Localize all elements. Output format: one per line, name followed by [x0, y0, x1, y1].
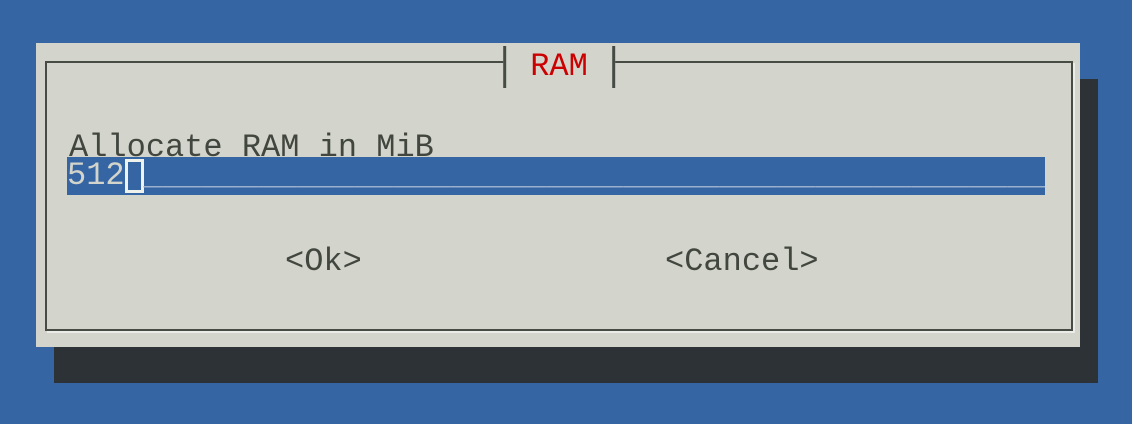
ram-input-value: 512: [67, 157, 125, 194]
border-tick-right: [611, 46, 615, 88]
dialog-border: RAM: [45, 46, 1073, 331]
ram-input[interactable]: 512 ____________________________________…: [67, 157, 1045, 195]
dialog-title: RAM: [530, 48, 588, 85]
ok-button[interactable]: <Ok>: [285, 243, 362, 280]
cancel-button[interactable]: <Cancel>: [665, 243, 819, 280]
border-tick-left: [503, 46, 507, 88]
ram-input-fill: ________________________________________…: [143, 157, 1045, 194]
text-cursor: [124, 159, 144, 193]
ram-dialog: RAM Allocate RAM in MiB 512 ____________…: [36, 43, 1080, 347]
dialog-title-wrap: RAM: [503, 46, 615, 88]
